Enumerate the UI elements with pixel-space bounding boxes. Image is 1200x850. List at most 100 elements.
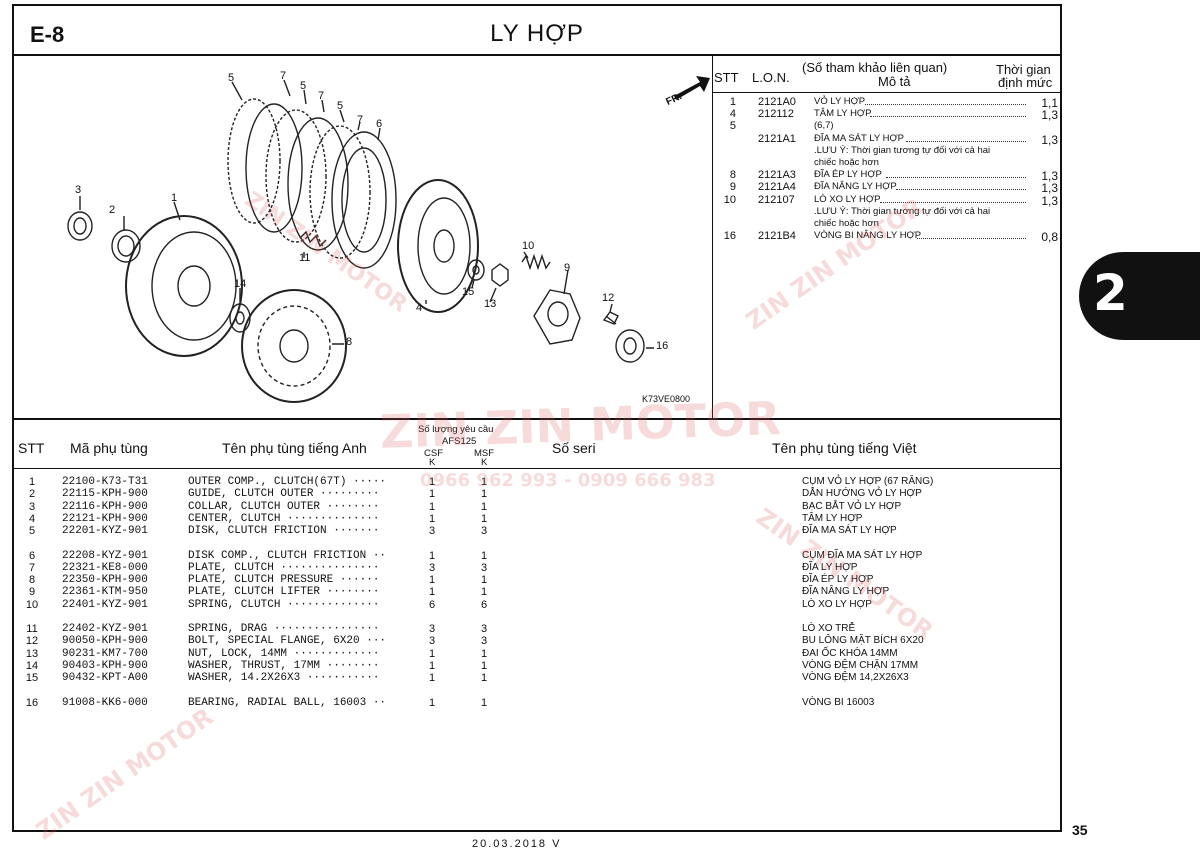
mid-divider	[14, 418, 1060, 420]
ref-time: 1,3	[1041, 181, 1058, 196]
cell-part: 22361-KTM-950	[62, 586, 148, 599]
dot-leader	[880, 201, 1026, 203]
cell-part: 22208-KYZ-901	[62, 549, 148, 562]
cell-part: 22350-KPH-900	[62, 574, 148, 587]
cell-csf: 3	[428, 623, 436, 635]
cell-part: 90231-KM7-700	[62, 647, 148, 660]
dot-leader	[916, 238, 1026, 240]
ref-stt: 9	[729, 181, 736, 194]
diagram-id: K73VE0800	[642, 394, 691, 404]
cell-csf: 3	[428, 525, 436, 538]
ref-header-time2: định mức	[998, 75, 1053, 90]
cell-part: 91008-KK6-000	[62, 696, 148, 709]
ref-time: 0,8	[1041, 230, 1058, 245]
cell-msf: 3	[480, 561, 488, 574]
dot-leader	[896, 189, 1026, 191]
ref-lon: 2121A3	[758, 169, 796, 182]
cell-stt: 14	[25, 659, 39, 672]
callout-12: 12	[602, 292, 615, 304]
callout-16: 16	[656, 340, 669, 352]
cell-vn: ĐĨA MA SÁT LY HỢP	[802, 525, 897, 537]
cell-vn: CỤM ĐĨA MA SÁT LY HỢP	[802, 549, 923, 561]
cell-vn: ĐAI ỐC KHÓA 14MM	[802, 647, 898, 659]
cell-vn: TÂM LY HỢP	[802, 512, 863, 524]
ref-desc: .LƯU Ý: Thời gian tương tự đối với cả ha…	[814, 144, 991, 156]
cell-msf: 3	[480, 623, 488, 635]
cell-msf: 1	[480, 500, 488, 513]
cell-vn: VÒNG ĐỆM 14,2X26X3	[802, 672, 909, 684]
callout-4: 4	[416, 302, 423, 314]
col-serial: Số seri	[552, 440, 596, 456]
callout-8: 8	[346, 336, 353, 348]
section-tab: 2	[1079, 252, 1200, 340]
ref-stt: 4	[729, 108, 736, 121]
cell-en: SPRING, CLUTCH ··············	[188, 598, 380, 611]
ref-desc: (6,7)	[814, 120, 834, 132]
ref-time: 1,3	[1041, 169, 1058, 184]
ref-desc: .LƯU Ý: Thời gian tương tự đối với cả ha…	[814, 205, 991, 217]
cell-vn: LÒ XO TRỄ	[802, 623, 856, 634]
callout-1: 1	[171, 192, 178, 204]
cell-vn: LÒ XO LY HỢP	[802, 598, 872, 610]
cell-msf: 1	[480, 696, 488, 709]
ref-row: .LƯU Ý: Thời gian tương tự đối với cả ha…	[714, 145, 1062, 157]
col-part-no: Mã phụ tùng	[70, 440, 148, 456]
cell-stt: 6	[28, 549, 36, 562]
ref-desc: ĐĨA ÉP LY HỢP	[814, 169, 882, 181]
cell-part: 22116-KPH-900	[62, 500, 148, 513]
cell-csf: 1	[428, 549, 436, 562]
cell-msf: 3	[480, 635, 488, 648]
ref-lon: 2121A4	[758, 181, 796, 194]
ref-row: .LƯU Ý: Thời gian tương tự đối với cả ha…	[714, 206, 1062, 218]
dot-leader	[906, 140, 1026, 142]
cell-stt: 13	[25, 647, 39, 660]
cell-msf: 1	[480, 659, 488, 672]
cell-vn: ĐĨA LY HỢP	[802, 561, 858, 573]
col-stt: STT	[18, 440, 45, 456]
cell-stt: 3	[28, 500, 36, 513]
cell-stt: 15	[25, 672, 39, 685]
callout-7a: 7	[280, 70, 287, 82]
cell-csf: 1	[428, 647, 436, 660]
callout-5a: 5	[228, 72, 235, 84]
cell-csf: 6	[428, 598, 436, 611]
cell-vn: VÒNG BI 16003	[802, 696, 875, 708]
front-arrow-icon	[674, 76, 710, 100]
ref-desc: chiếc hoặc hơn	[814, 157, 879, 168]
cell-en: GUIDE, CLUTCH OUTER ·········	[188, 488, 380, 501]
callout-2: 2	[109, 204, 116, 216]
ref-time: 1,1	[1041, 96, 1058, 110]
callout-3: 3	[75, 184, 82, 196]
col-model: AFS125	[442, 436, 477, 447]
callout-5b: 5	[300, 80, 307, 92]
cell-en: WASHER, 14.2X26X3 ···········	[188, 672, 380, 685]
cell-part: 22401-KYZ-901	[62, 598, 148, 611]
table-header-divider	[14, 468, 1060, 469]
col-msf: MSF	[474, 448, 495, 459]
cell-msf: 1	[480, 488, 488, 501]
cell-en: BEARING, RADIAL BALL, 16003 ··	[188, 696, 387, 709]
cell-msf: 1	[480, 647, 488, 660]
cell-en: PLATE, CLUTCH LIFTER ········	[188, 586, 380, 599]
cell-part: 90050-KPH-900	[62, 635, 148, 648]
cell-part: 22115-KPH-900	[62, 488, 148, 501]
cell-msf: 6	[480, 598, 488, 611]
dot-leader	[870, 116, 1026, 118]
cell-csf: 1	[428, 672, 436, 685]
cell-msf: 3	[480, 525, 488, 538]
cell-csf: 1	[428, 659, 436, 672]
cell-en: NUT, LOCK, 14MM ·············	[188, 647, 380, 660]
ref-desc: VÒNG BI NÂNG LY HỢP	[814, 230, 922, 242]
cell-csf: 1	[428, 488, 436, 501]
ref-header-stt: STT	[714, 70, 739, 85]
ref-stt: 10	[723, 193, 736, 206]
